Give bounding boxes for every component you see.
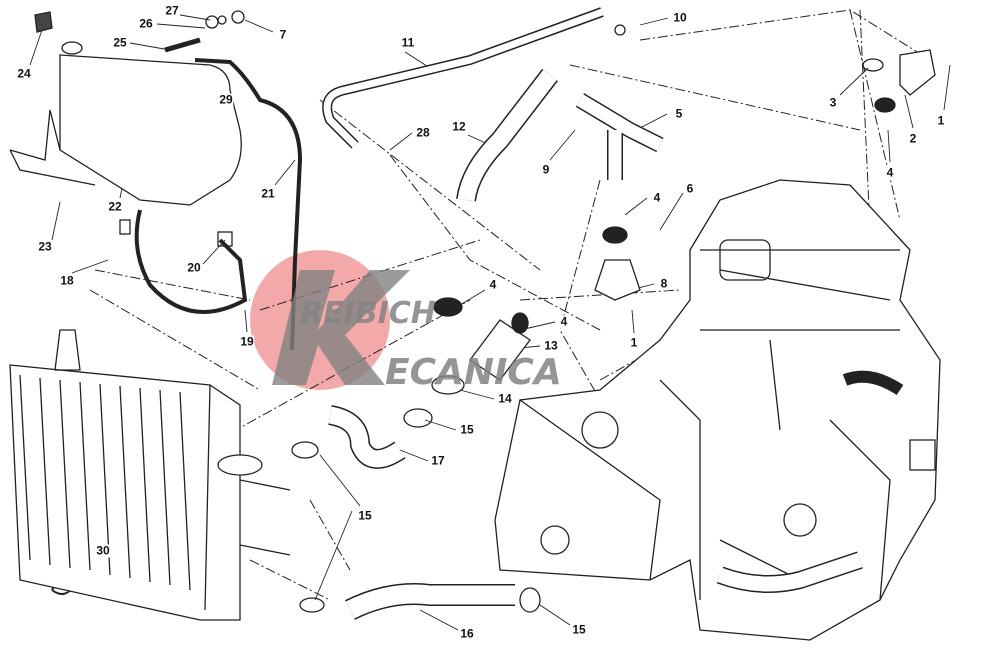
- callout-13: 13: [543, 338, 559, 353]
- callout-15: 15: [357, 508, 373, 523]
- watermark-line2: ECANICA: [385, 352, 562, 393]
- engine-block: [494, 179, 941, 641]
- callout-25: 25: [112, 35, 128, 50]
- watermark-line1: REIBICH: [300, 296, 436, 331]
- callout-3: 3: [828, 95, 838, 110]
- callout-20: 20: [186, 260, 202, 275]
- callout-1: 1: [629, 335, 639, 350]
- callout-19: 19: [239, 334, 255, 349]
- callout-17: 17: [430, 453, 446, 468]
- callout-26: 26: [138, 16, 154, 31]
- callout-29: 29: [218, 92, 234, 107]
- callout-24: 24: [16, 66, 32, 81]
- callout-11: 11: [400, 35, 416, 50]
- callout-5: 5: [674, 106, 684, 121]
- callout-16: 16: [459, 626, 475, 641]
- callout-28: 28: [415, 125, 431, 140]
- fittings: [119, 10, 303, 351]
- callout-8: 8: [659, 276, 669, 291]
- callout-21: 21: [260, 186, 276, 201]
- callout-27: 27: [164, 3, 180, 18]
- callout-4: 4: [652, 190, 662, 205]
- expansion-tank: [9, 11, 242, 206]
- callout-4: 4: [559, 314, 569, 329]
- callout-1: 1: [936, 113, 946, 128]
- callout-18: 18: [59, 273, 75, 288]
- radiator: [9, 329, 291, 621]
- callout-23: 23: [37, 239, 53, 254]
- callout-22: 22: [107, 199, 123, 214]
- watermark-k-logo: [272, 270, 410, 385]
- callout-15: 15: [571, 622, 587, 637]
- callout-12: 12: [451, 119, 467, 134]
- callout-14: 14: [497, 391, 513, 406]
- callout-9: 9: [541, 162, 551, 177]
- callout-30: 30: [95, 543, 111, 558]
- callout-10: 10: [672, 10, 688, 25]
- callout-4: 4: [488, 277, 498, 292]
- callout-7: 7: [278, 27, 288, 42]
- callout-2: 2: [908, 131, 918, 146]
- callout-4: 4: [885, 165, 895, 180]
- callout-15: 15: [459, 422, 475, 437]
- callout-6: 6: [685, 181, 695, 196]
